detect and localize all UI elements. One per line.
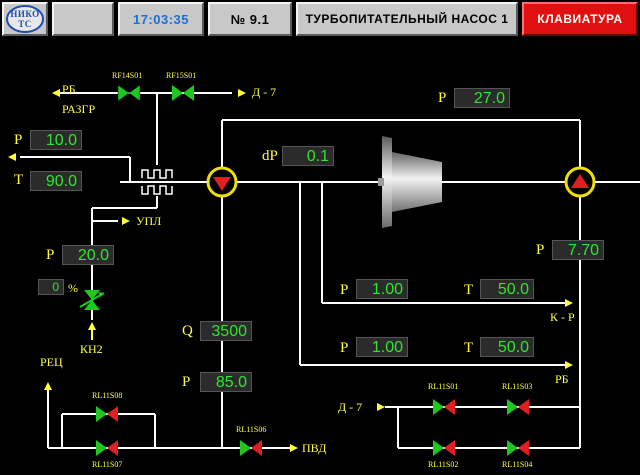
tag-rl11s03: RL11S03 [502,382,533,391]
p-kn-value: 20.0 [62,245,114,265]
t-mid1-value: 50.0 [480,279,534,299]
valve-rf14s01[interactable] [117,84,141,102]
flow-arrows [8,89,573,452]
t-mid2-label: T [464,340,474,356]
valve-rl11s01[interactable] [433,399,455,415]
label-razgr: РАЗГР [62,102,96,116]
valve-rf15s01[interactable] [172,85,194,101]
page-title: ТУРБОПИТАТЕЛЬНЫЙ НАСОС 1 [296,2,518,36]
valve-rl11s02[interactable] [433,440,455,456]
tag-rl11s02: RL11S02 [428,460,459,469]
p-top-value: 27.0 [454,88,510,108]
logo: НИКО ТС [2,2,48,36]
arrow-left-outlet-icon [8,153,16,161]
p-mid1-label: P [340,282,349,298]
label-rb-top: РБ [62,82,76,96]
q-label: Q [182,323,193,339]
dp-value: 0.1 [282,146,334,166]
blank-panel [52,2,114,36]
tag-rf15s01: RF15S01 [166,71,197,80]
label-kn2: КН2 [80,342,103,356]
pump-right[interactable] [564,166,596,198]
tag-rl11s07: RL11S07 [92,460,123,469]
arrow-rec-icon [44,382,52,390]
pump-left[interactable] [206,166,238,198]
tag-rf14s01: RF14S01 [112,71,143,80]
arrow-kr-icon [565,299,573,307]
tag-rl11s06: RL11S06 [236,425,267,434]
p-top-label: P [438,90,447,106]
valve-rl11s06[interactable] [240,440,262,456]
arrow-kn2-icon [88,322,96,330]
t-left-value: 90.0 [30,171,82,191]
valve-rl11s08[interactable] [96,406,118,422]
niko-logo-icon: НИКО ТС [6,5,44,33]
p-mid2-value: 1.00 [356,337,408,357]
tag-rl11s08: RL11S08 [92,391,123,400]
p-left-value: 10.0 [30,130,82,150]
dp-label: dP [262,148,278,164]
tag-rl11s01: RL11S01 [428,382,459,391]
arrow-d7-icon [238,89,246,97]
valve-rl11s07[interactable] [96,440,118,456]
svg-text:НИКО: НИКО [10,9,39,19]
label-rec: РЕЦ [40,355,63,369]
t-mid1-label: T [464,282,474,298]
arrow-upl-icon [122,217,130,225]
label-upl: УПЛ [136,214,162,228]
keyboard-button[interactable]: КЛАВИАТУРА [522,2,638,36]
t-left-label: T [14,172,24,188]
arrow-rb-right-icon [565,361,573,369]
valve-rl11s04[interactable] [507,440,529,456]
percent-label: % [68,281,78,295]
p-right-label: P [536,242,545,258]
t-mid2-value: 50.0 [480,337,534,357]
valve-rl11s03[interactable] [507,399,529,415]
screen-number: № 9.1 [208,2,292,36]
p-mid1-value: 1.00 [356,279,408,299]
label-d7-bottom: Д - 7 [338,400,363,414]
arrow-pvd-icon [290,444,298,452]
p-left-label: P [14,132,23,148]
seal-symbol [141,169,173,195]
p-bottom-label: P [182,374,191,390]
clock-display: 17:03:35 [118,2,204,36]
q-value: 3500 [200,321,252,341]
label-pvd: ПВД [302,441,327,455]
tag-rl11s04: RL11S04 [502,460,533,469]
p-kn-label: P [46,247,55,263]
arrow-d7-bottom-icon [377,403,385,411]
p-mid2-label: P [340,340,349,356]
svg-text:ТС: ТС [18,19,32,29]
arrow-rb-icon [52,89,60,97]
p-bottom-value: 85.0 [200,372,252,392]
label-rb-right: РБ [555,372,569,386]
label-d7-top: Д - 7 [252,85,277,99]
turbine-icon [378,136,442,228]
valve-kn2[interactable] [79,290,105,310]
kn-percent-value: 0 [38,279,64,295]
label-kr: К - Р [550,310,575,324]
p-right-value: 7.70 [552,240,604,260]
